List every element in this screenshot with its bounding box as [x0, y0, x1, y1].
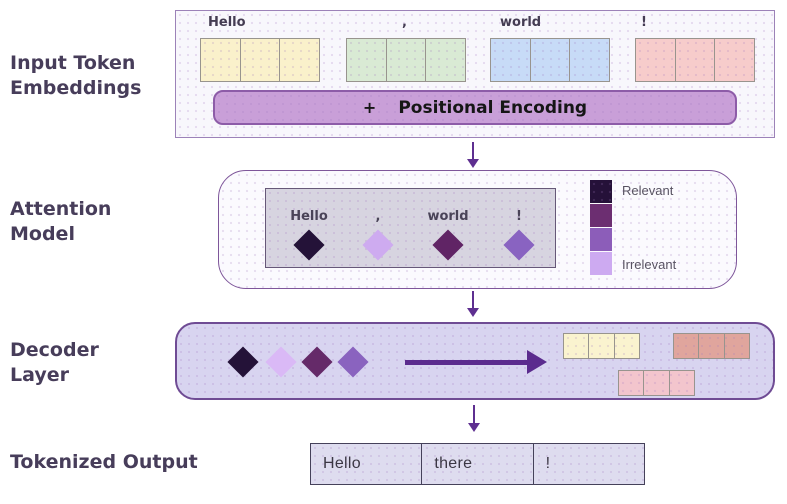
positional-encoding-label: Positional Encoding	[398, 97, 588, 118]
decoder-output-strip	[563, 333, 640, 359]
embedding-cell	[670, 371, 694, 395]
positional-encoding-bar: + Positional Encoding	[213, 90, 737, 125]
legend-label-irrelevant: Irrelevant	[622, 257, 677, 272]
embedding-strip	[635, 38, 755, 82]
attention-token-label: world	[427, 209, 469, 224]
decoder-output-strip	[618, 370, 695, 396]
embedding-cell	[725, 334, 749, 358]
arrow-shaft	[405, 359, 527, 365]
embedding-cell	[699, 334, 725, 358]
embedding-cell	[387, 39, 427, 81]
embedding-cell	[201, 39, 241, 81]
legend-swatch	[590, 204, 612, 227]
embedding-strip	[490, 38, 610, 82]
embedding-cell	[491, 39, 531, 81]
flow-arrow-down-3	[467, 405, 481, 432]
title-line: Layer	[10, 364, 69, 386]
arrow-shaft	[473, 405, 475, 423]
section-title-input-embeddings: Input Token Embeddings	[10, 51, 141, 101]
title-line: Model	[10, 223, 75, 245]
input-token-label: world	[500, 15, 542, 30]
section-title-tokenized-output: Tokenized Output	[10, 451, 198, 473]
section-title-attention-model: Attention Model	[10, 197, 111, 247]
plus-icon: +	[362, 98, 377, 117]
embedding-cell	[615, 334, 639, 358]
embedding-cell	[347, 39, 387, 81]
embedding-cell	[715, 39, 754, 81]
arrow-shaft	[472, 142, 474, 159]
embedding-cell	[241, 39, 281, 81]
embedding-strip	[346, 38, 466, 82]
embedding-cell	[426, 39, 465, 81]
flow-arrow-down-2	[466, 291, 480, 317]
title-line: Decoder	[10, 339, 99, 361]
legend-swatch	[590, 228, 612, 251]
arrow-head-icon	[467, 159, 479, 168]
embedding-cell	[589, 334, 615, 358]
embedding-cell	[636, 39, 676, 81]
flow-arrow-down-1	[466, 142, 480, 168]
embedding-cell	[674, 334, 700, 358]
embedding-cell	[531, 39, 571, 81]
embedding-cell	[564, 334, 590, 358]
output-token-cell: !	[545, 455, 551, 472]
legend-swatch	[590, 252, 612, 275]
section-title-decoder-layer: Decoder Layer	[10, 338, 99, 388]
embedding-cell	[619, 371, 645, 395]
embedding-strip	[200, 38, 320, 82]
embedding-cell	[644, 371, 670, 395]
legend-swatch	[590, 180, 612, 203]
legend-label-relevant: Relevant	[622, 183, 674, 198]
embedding-cell	[676, 39, 716, 81]
input-token-label: Hello	[208, 15, 246, 30]
arrow-shaft	[472, 291, 474, 308]
arrow-head-icon	[527, 350, 547, 374]
input-token-label: ,	[402, 15, 407, 30]
output-token-cell: Hello	[311, 444, 423, 484]
title-line: Attention	[10, 198, 112, 220]
decode-direction-arrow	[405, 350, 547, 374]
arrow-head-icon	[467, 308, 479, 317]
embedding-cell	[570, 39, 609, 81]
attention-token-label: !	[516, 209, 522, 224]
title-line: Input Token	[10, 52, 136, 74]
input-token-label: !	[641, 15, 647, 30]
tokenized-output-table: Hello there !	[310, 443, 645, 485]
arrow-head-icon	[468, 423, 480, 432]
embedding-cell	[280, 39, 319, 81]
title-line: Embeddings	[10, 77, 142, 99]
attention-token-label: Hello	[290, 209, 328, 224]
decoder-output-strip	[673, 333, 750, 359]
attention-token-label: ,	[375, 209, 381, 224]
output-token-cell: there	[422, 444, 534, 484]
